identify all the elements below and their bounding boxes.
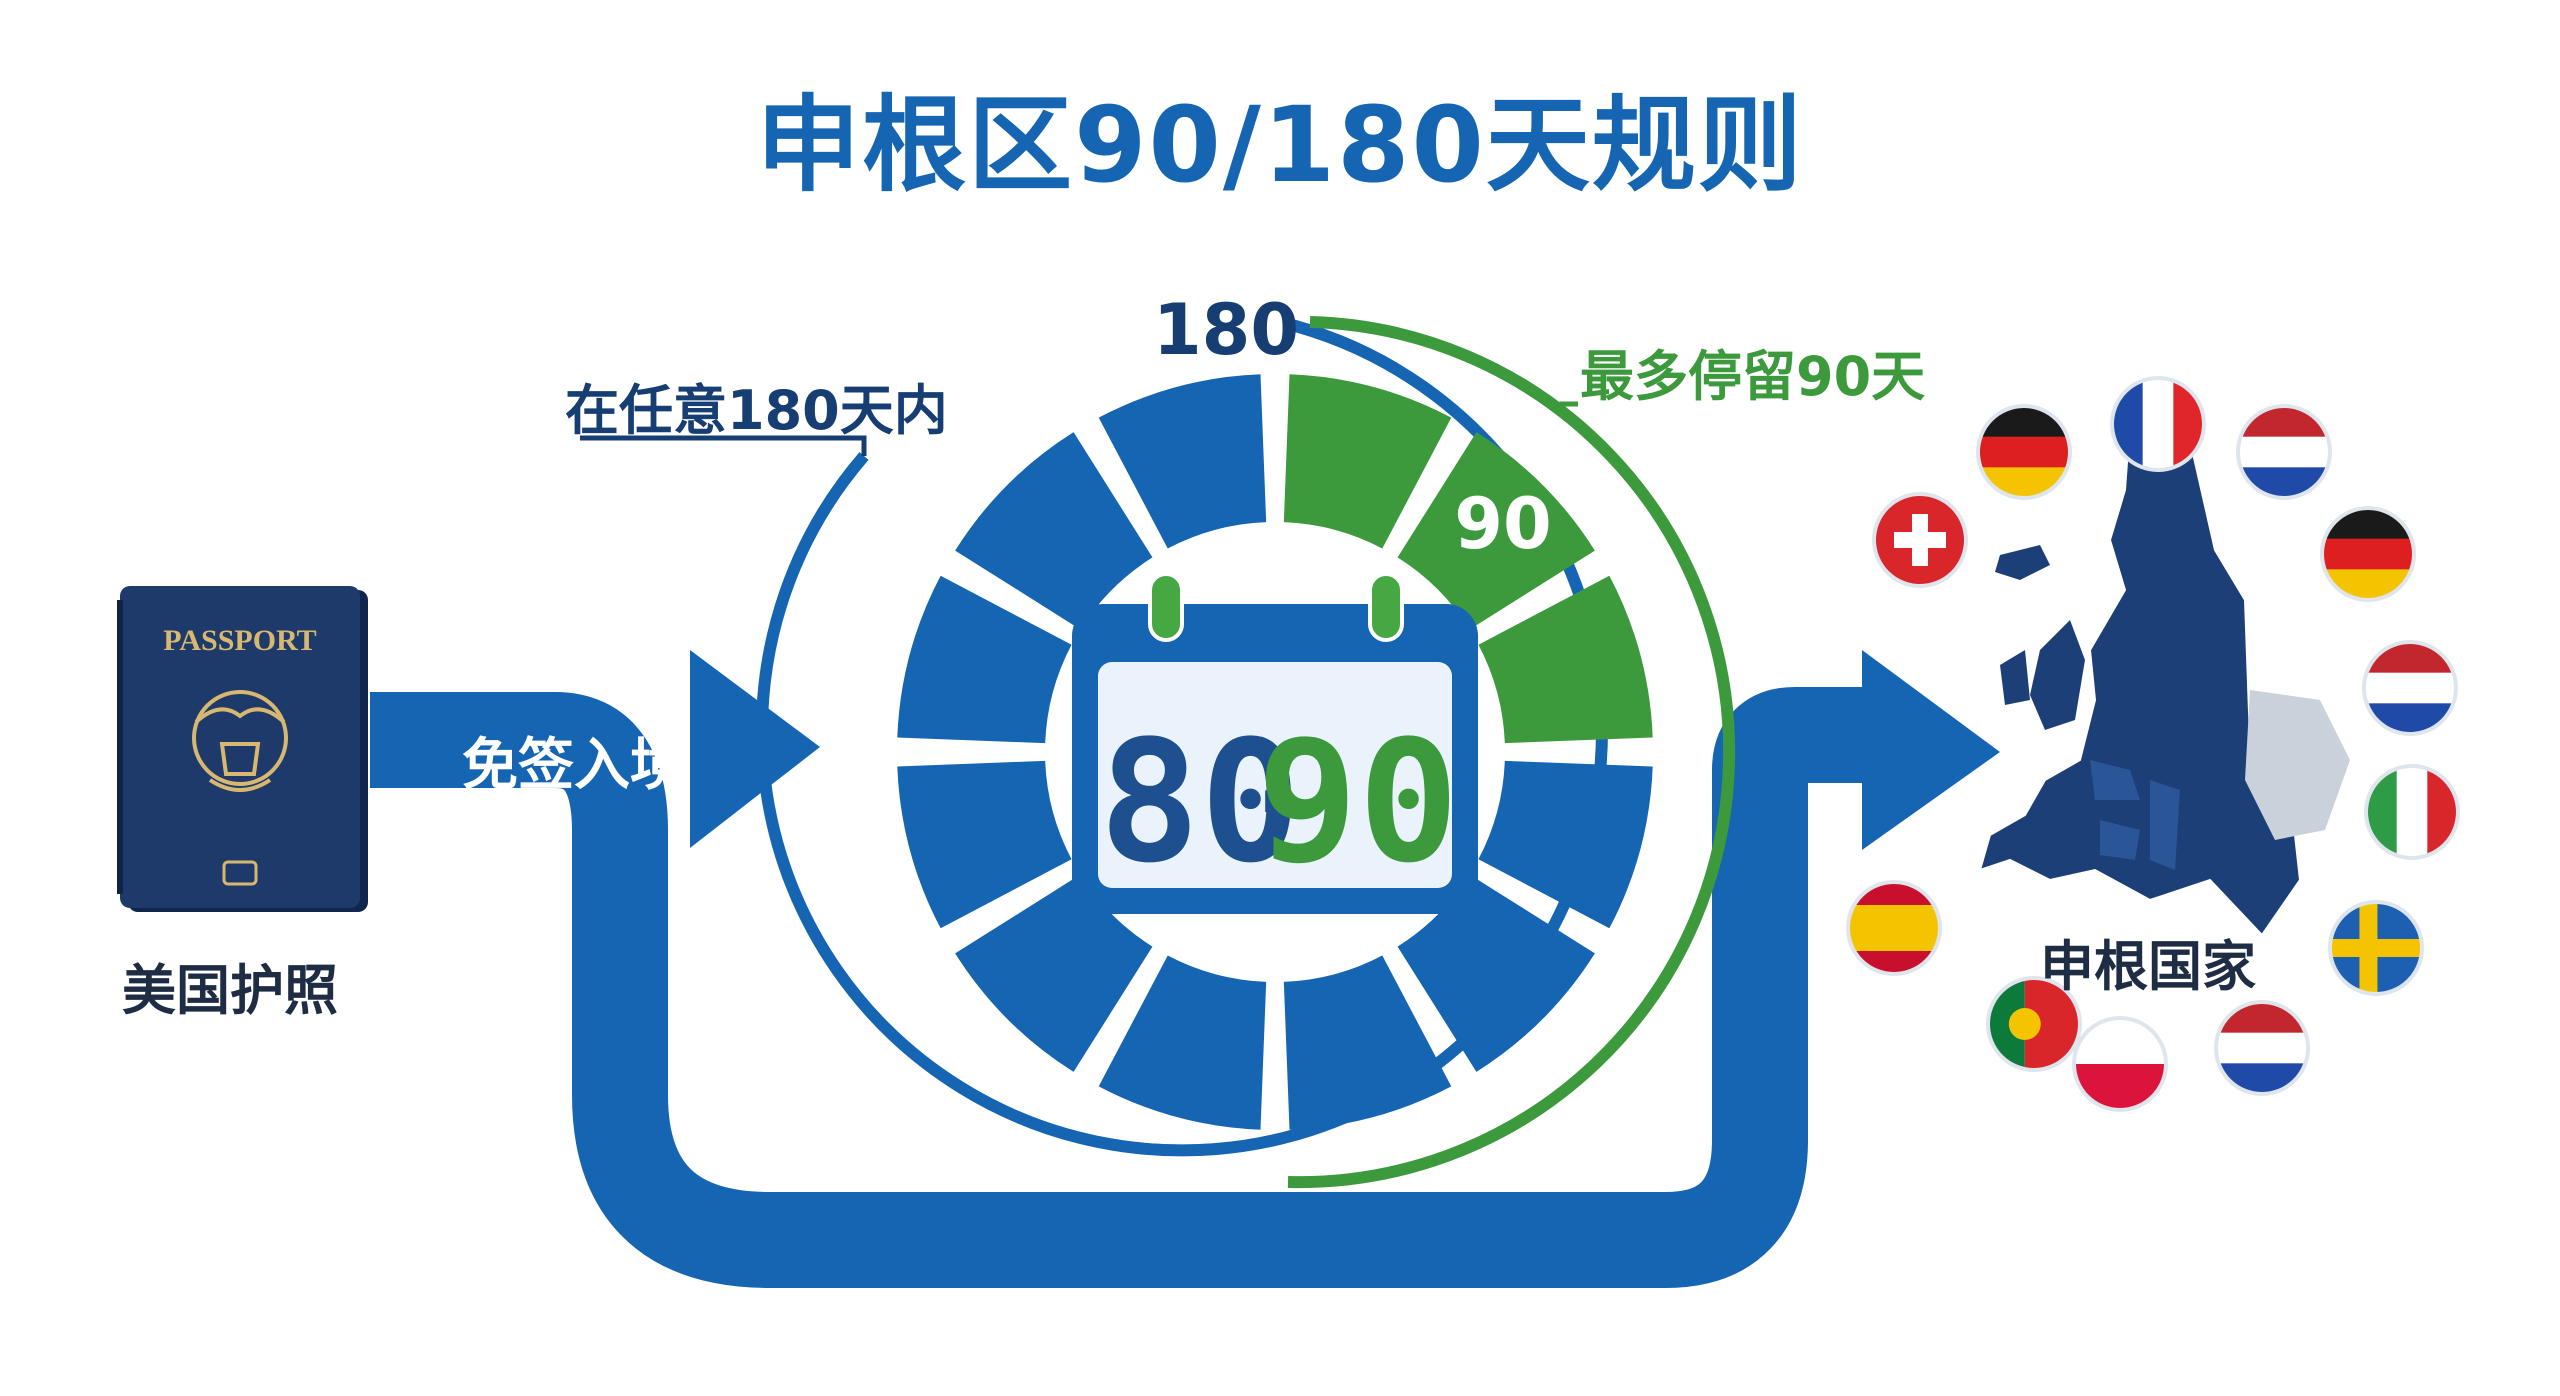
label-any-180-days: 在任意180天内	[565, 379, 948, 442]
france-flag-icon	[2110, 376, 2206, 472]
svg-text:PASSPORT: PASSPORT	[163, 624, 316, 657]
ring-segment	[1397, 874, 1595, 1072]
ring-segment	[1098, 955, 1267, 1130]
passport-icon: PASSPORT	[117, 586, 368, 912]
calendar-ring-right	[1368, 572, 1404, 642]
ring-segment	[1283, 955, 1452, 1130]
label-schengen-countries: 申根国家	[2040, 935, 2256, 998]
biometric-chip-icon	[222, 860, 258, 886]
netherlands-flag-icon	[2362, 640, 2458, 736]
germany-flag-icon	[2320, 506, 2416, 602]
calendar-ring-left	[1148, 572, 1184, 642]
label-visa-free-entry: 免签入境	[462, 733, 686, 798]
ring-segment	[1283, 374, 1452, 549]
spain-flag-icon	[1846, 880, 1942, 976]
ring-segment	[897, 760, 1072, 929]
flow-path	[370, 650, 2000, 1288]
ring-label-180: 180	[1153, 289, 1299, 371]
portugal-flag-icon	[1986, 976, 2082, 1072]
ring-segment	[1478, 760, 1653, 929]
ring-segment	[1478, 575, 1653, 744]
counter-right-digits: 90	[1257, 704, 1459, 900]
italy-flag-icon	[2364, 764, 2460, 860]
sweden-flag-icon	[2328, 900, 2424, 996]
switzerland-flag-icon	[1872, 492, 1968, 588]
label-max-90-days: 最多停留90天	[1580, 345, 1926, 408]
calendar-counter-icon: 80 : 90	[1072, 572, 1478, 914]
ring-segment	[897, 575, 1072, 744]
netherlands-flag-icon	[2236, 404, 2332, 500]
eagle-seal-icon	[192, 690, 288, 792]
ring-segment	[955, 432, 1153, 630]
germany-flag-icon	[1976, 404, 2072, 500]
map-arrowhead	[1862, 650, 2000, 850]
counter-left-digits: 80	[1099, 704, 1301, 900]
ring-segment	[1098, 374, 1267, 549]
ring-label-90: 90	[1454, 483, 1551, 565]
entry-arrowhead	[690, 650, 820, 848]
europe-map-icon	[1978, 393, 2350, 937]
ring-segment	[955, 874, 1153, 1072]
ring-segment	[1397, 432, 1595, 630]
label-us-passport: 美国护照	[122, 959, 338, 1022]
netherlands-flag-icon	[2214, 1000, 2310, 1096]
poland-flag-icon	[2072, 1016, 2168, 1112]
counter-colon: :	[1239, 702, 1311, 841]
page-title: 申根区90/180天规则	[756, 84, 1804, 206]
